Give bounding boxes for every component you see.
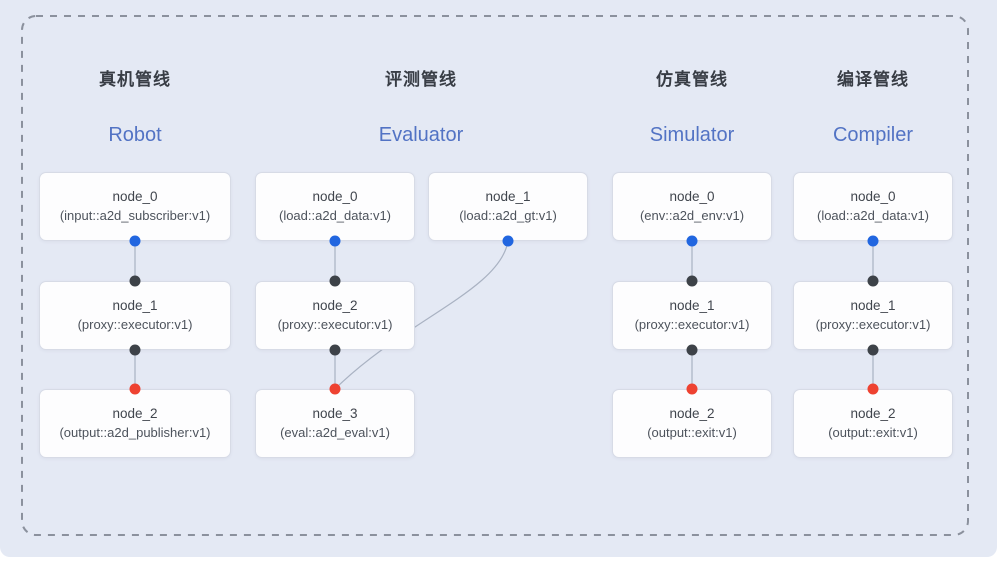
evaluator-node-3: node_3 (eval::a2d_eval:v1) xyxy=(255,389,415,458)
graph-node-label: node_1 xyxy=(112,297,158,313)
graph-node-label: node_0 xyxy=(850,188,896,204)
graph-node-label: node_0 xyxy=(312,188,358,204)
pipeline-title-zh-simulator: 仿真管线 xyxy=(656,70,728,89)
simulator-node-2: node_2 (output::exit:v1) xyxy=(612,389,772,458)
compiler-node-0: node_0 (load::a2d_data:v1) xyxy=(793,172,953,241)
graph-node-detail: (output::a2d_publisher:v1) xyxy=(59,424,211,440)
compiler-node-2: node_2 (output::exit:v1) xyxy=(793,389,953,458)
graph-node-detail: (eval::a2d_eval:v1) xyxy=(280,424,390,440)
pipeline-title-zh-evaluator: 评测管线 xyxy=(385,70,457,89)
graph-node-label: node_1 xyxy=(850,297,896,313)
pipeline-title-zh-compiler: 编译管线 xyxy=(837,70,909,89)
pipeline-title-en-simulator: Simulator xyxy=(649,124,735,146)
graph-node-detail: (load::a2d_gt:v1) xyxy=(459,207,557,223)
graph-node-detail: (input::a2d_subscriber:v1) xyxy=(59,207,211,223)
evaluator-node-1: node_1 (load::a2d_gt:v1) xyxy=(428,172,588,241)
graph-node-detail: (output::exit:v1) xyxy=(647,424,737,440)
graph-node-detail: (proxy::executor:v1) xyxy=(815,316,931,332)
graph-node-label: node_1 xyxy=(485,188,531,204)
pipeline-title-zh-robot: 真机管线 xyxy=(99,70,171,89)
compiler-node-1: node_1 (proxy::executor:v1) xyxy=(793,281,953,350)
graph-node-label: node_0 xyxy=(112,188,158,204)
graph-node-label: node_2 xyxy=(112,405,158,421)
simulator-node-1: node_1 (proxy::executor:v1) xyxy=(612,281,772,350)
robot-node-2: node_2 (output::a2d_publisher:v1) xyxy=(39,389,231,458)
graph-node-label: node_3 xyxy=(312,405,358,421)
evaluator-node-0: node_0 (load::a2d_data:v1) xyxy=(255,172,415,241)
robot-node-1: node_1 (proxy::executor:v1) xyxy=(39,281,231,350)
graph-node-detail: (output::exit:v1) xyxy=(828,424,918,440)
robot-node-0: node_0 (input::a2d_subscriber:v1) xyxy=(39,172,231,241)
graph-node-label: node_2 xyxy=(669,405,715,421)
graph-node-label: node_1 xyxy=(669,297,715,313)
graph-node-detail: (load::a2d_data:v1) xyxy=(278,207,392,223)
graph-node-label: node_2 xyxy=(850,405,896,421)
pipeline-title-en-robot: Robot xyxy=(108,124,162,146)
graph-node-detail: (proxy::executor:v1) xyxy=(77,316,193,332)
pipeline-title-en-compiler: Compiler xyxy=(832,124,914,146)
graph-node-detail: (load::a2d_data:v1) xyxy=(816,207,930,223)
graph-node-detail: (proxy::executor:v1) xyxy=(634,316,750,332)
pipeline-title-en-evaluator: Evaluator xyxy=(378,124,464,146)
simulator-node-0: node_0 (env::a2d_env:v1) xyxy=(612,172,772,241)
graph-node-label: node_0 xyxy=(669,188,715,204)
evaluator-node-2: node_2 (proxy::executor:v1) xyxy=(255,281,415,350)
graph-node-detail: (proxy::executor:v1) xyxy=(277,316,393,332)
graph-node-detail: (env::a2d_env:v1) xyxy=(639,207,745,223)
graph-node-label: node_2 xyxy=(312,297,358,313)
